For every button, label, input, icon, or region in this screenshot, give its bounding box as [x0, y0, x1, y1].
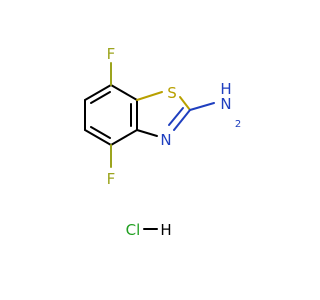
bond-c2-nh2	[189, 102, 215, 111]
bond-c7a-s	[136, 91, 163, 101]
chlorine-label: Cl	[126, 221, 141, 239]
bond-c3a-n3	[136, 129, 158, 137]
bond-c4-c5-outer	[84, 129, 112, 146]
hydrogen-label: H	[160, 221, 171, 239]
bond-s-c2	[179, 96, 191, 111]
bond-c3a-c4	[110, 129, 138, 146]
fluorine-top-label: F	[107, 45, 116, 63]
sulfur-label: S	[167, 84, 177, 102]
bond-c6-c7-inner	[90, 91, 111, 104]
amine-hydrogen-label: H	[220, 80, 231, 98]
bond-n3-c2-outer	[173, 109, 191, 131]
ring-nitrogen-label: N	[160, 131, 171, 149]
amine-subscript-label: 2	[235, 119, 241, 130]
bond-c6-c7-outer	[84, 84, 112, 101]
amine-nitrogen-label: N	[220, 95, 231, 113]
benzothiazole-hydrochloride-structure: F F S N H N 2 Cl H	[84, 45, 241, 239]
bond-n3-c2-inner	[168, 107, 184, 126]
bond-c7-c7a	[110, 84, 138, 101]
bond-c4-c5-inner	[90, 126, 111, 139]
fluorine-bottom-label: F	[107, 170, 116, 188]
